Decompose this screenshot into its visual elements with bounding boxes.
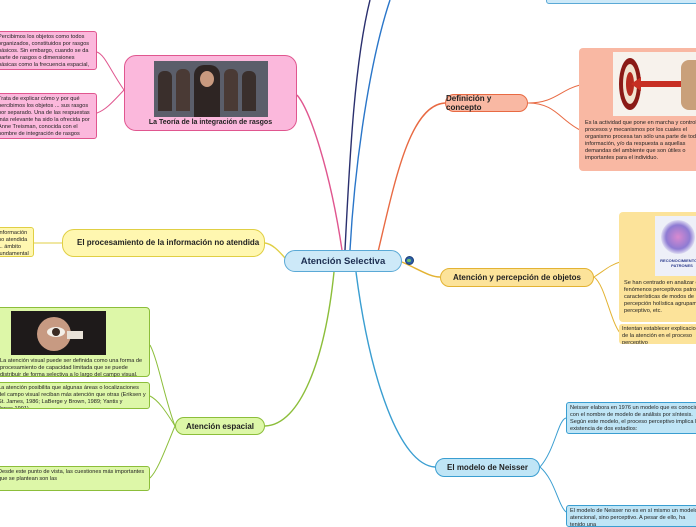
neisser-note-1: Neisser elabora en 1976 un modelo que es… xyxy=(566,402,696,434)
link-no-atendida xyxy=(264,242,286,259)
neisser-note-2: El modelo de Neisser no es en sí mismo u… xyxy=(566,505,696,527)
branch-neisser[interactable]: El modelo de Neisser xyxy=(435,458,540,477)
link-top-dark xyxy=(344,0,371,251)
link-neisser xyxy=(355,271,436,468)
pattern-recognition-caption: RECONOCIMIENTO DE PATRONES xyxy=(660,258,696,268)
branch-espacial-label: Atención espacial xyxy=(185,421,255,431)
branch-rasgos-label: La Teoría de la integración de rasgos xyxy=(148,119,273,126)
percepcion-note-1: Se han centrado en analizar en fenómenos… xyxy=(624,280,696,314)
espacial-note-card: La atención visual puede ser definida co… xyxy=(0,307,150,378)
branch-espacial[interactable]: Atención espacial xyxy=(175,417,265,435)
percepcion-note-card: RECONOCIMIENTO DE PATRONES Se han centra… xyxy=(619,212,696,322)
central-topic[interactable]: Atención Selectiva xyxy=(284,250,402,272)
branch-no-atendida-label: El procesamiento de la información no at… xyxy=(77,238,260,248)
definicion-note: Es la actividad que pone en marcha y con… xyxy=(585,120,696,161)
link-definicion xyxy=(377,102,446,253)
branch-rasgos[interactable]: La Teoría de la integración de rasgos xyxy=(124,55,297,131)
no-atendida-note: Información no atendida ... ámbito funda… xyxy=(0,227,34,257)
percepcion-note-2: Intentan establecer explicaciones de la … xyxy=(619,324,696,344)
pattern-recognition-image: RECONOCIMIENTO DE PATRONES xyxy=(655,216,696,276)
central-topic-label: Atención Selectiva xyxy=(300,255,386,267)
rasgos-note-1: Percibimos los objetos como todos organi… xyxy=(0,31,97,70)
faces-image xyxy=(154,61,268,117)
branch-definicion[interactable]: Definición y concepto xyxy=(445,94,528,112)
eye-image xyxy=(11,311,106,355)
link-espacial xyxy=(264,271,335,427)
rasgos-note-2: Trata de explicar cómo y por qué percibi… xyxy=(0,93,97,139)
definicion-note-card: Es la actividad que pone en marcha y con… xyxy=(579,48,696,171)
branch-no-atendida[interactable]: El procesamiento de la información no at… xyxy=(62,229,265,257)
target-arrow-image xyxy=(613,52,696,116)
top-right-note xyxy=(546,0,696,4)
globe-icon[interactable] xyxy=(405,256,414,265)
branch-percepcion-label: Atención y percepción de objetos xyxy=(452,273,582,282)
branch-definicion-label: Definición y concepto xyxy=(446,94,492,112)
espacial-note-1: La atención visual puede ser definida co… xyxy=(0,358,143,378)
branch-percepcion[interactable]: Atención y percepción de objetos xyxy=(440,268,594,287)
link-rasgos xyxy=(296,94,343,251)
espacial-note-3: Desde este punto de vista, las cuestione… xyxy=(0,466,150,491)
espacial-note-2: La atención posibilita que algunas áreas… xyxy=(0,382,150,409)
link-top-blue xyxy=(349,0,391,251)
branch-neisser-label: El modelo de Neisser xyxy=(447,463,528,472)
